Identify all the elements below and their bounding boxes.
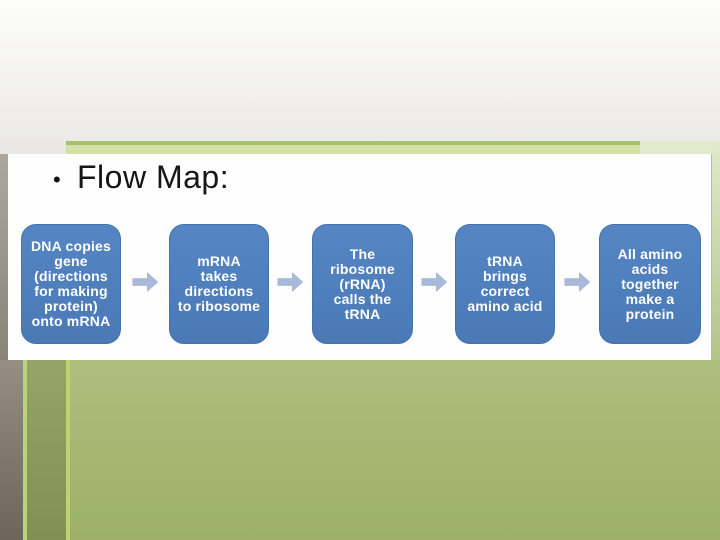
flow-step-label: DNA copies gene (directions for making p… bbox=[30, 238, 112, 329]
flow-step-label: mRNA takes directions to ribosome bbox=[177, 253, 261, 314]
flow-step-label: The ribosome (rRNA) calls the tRNA bbox=[330, 245, 395, 322]
flow-step-box-4: tRNA brings correct amino acid bbox=[455, 224, 555, 344]
accent-band-mid bbox=[66, 145, 640, 154]
top-background bbox=[0, 0, 720, 141]
flow-step-label: tRNA brings correct amino acid bbox=[467, 253, 543, 314]
bullet-icon: • bbox=[53, 167, 61, 192]
flow-arrow-icon bbox=[420, 269, 449, 295]
right-green-strip bbox=[712, 141, 720, 360]
green-divider-line-1 bbox=[23, 360, 27, 540]
flow-arrow-icon bbox=[131, 269, 160, 295]
bottom-left-gray-strip bbox=[0, 360, 23, 540]
flow-step-box-1: DNA copies gene (directions for making p… bbox=[21, 224, 121, 344]
olive-strip bbox=[27, 360, 66, 540]
green-divider-line-2 bbox=[66, 360, 70, 540]
left-gray-strip bbox=[0, 154, 8, 360]
flow-step-label: All amino acids together make a protein bbox=[617, 245, 683, 322]
flow-arrow-icon bbox=[276, 269, 305, 295]
bottom-green-background bbox=[0, 360, 720, 540]
flow-step-box-5: All amino acids together make a protein bbox=[599, 224, 701, 344]
flow-step-box-3: The ribosome (rRNA) calls the tRNA bbox=[312, 224, 413, 344]
flow-step-box-2: mRNA takes directions to ribosome bbox=[169, 224, 269, 344]
slide-title: Flow Map: bbox=[77, 159, 230, 195]
flow-arrow-icon bbox=[563, 269, 592, 295]
accent-band-line bbox=[66, 141, 640, 145]
